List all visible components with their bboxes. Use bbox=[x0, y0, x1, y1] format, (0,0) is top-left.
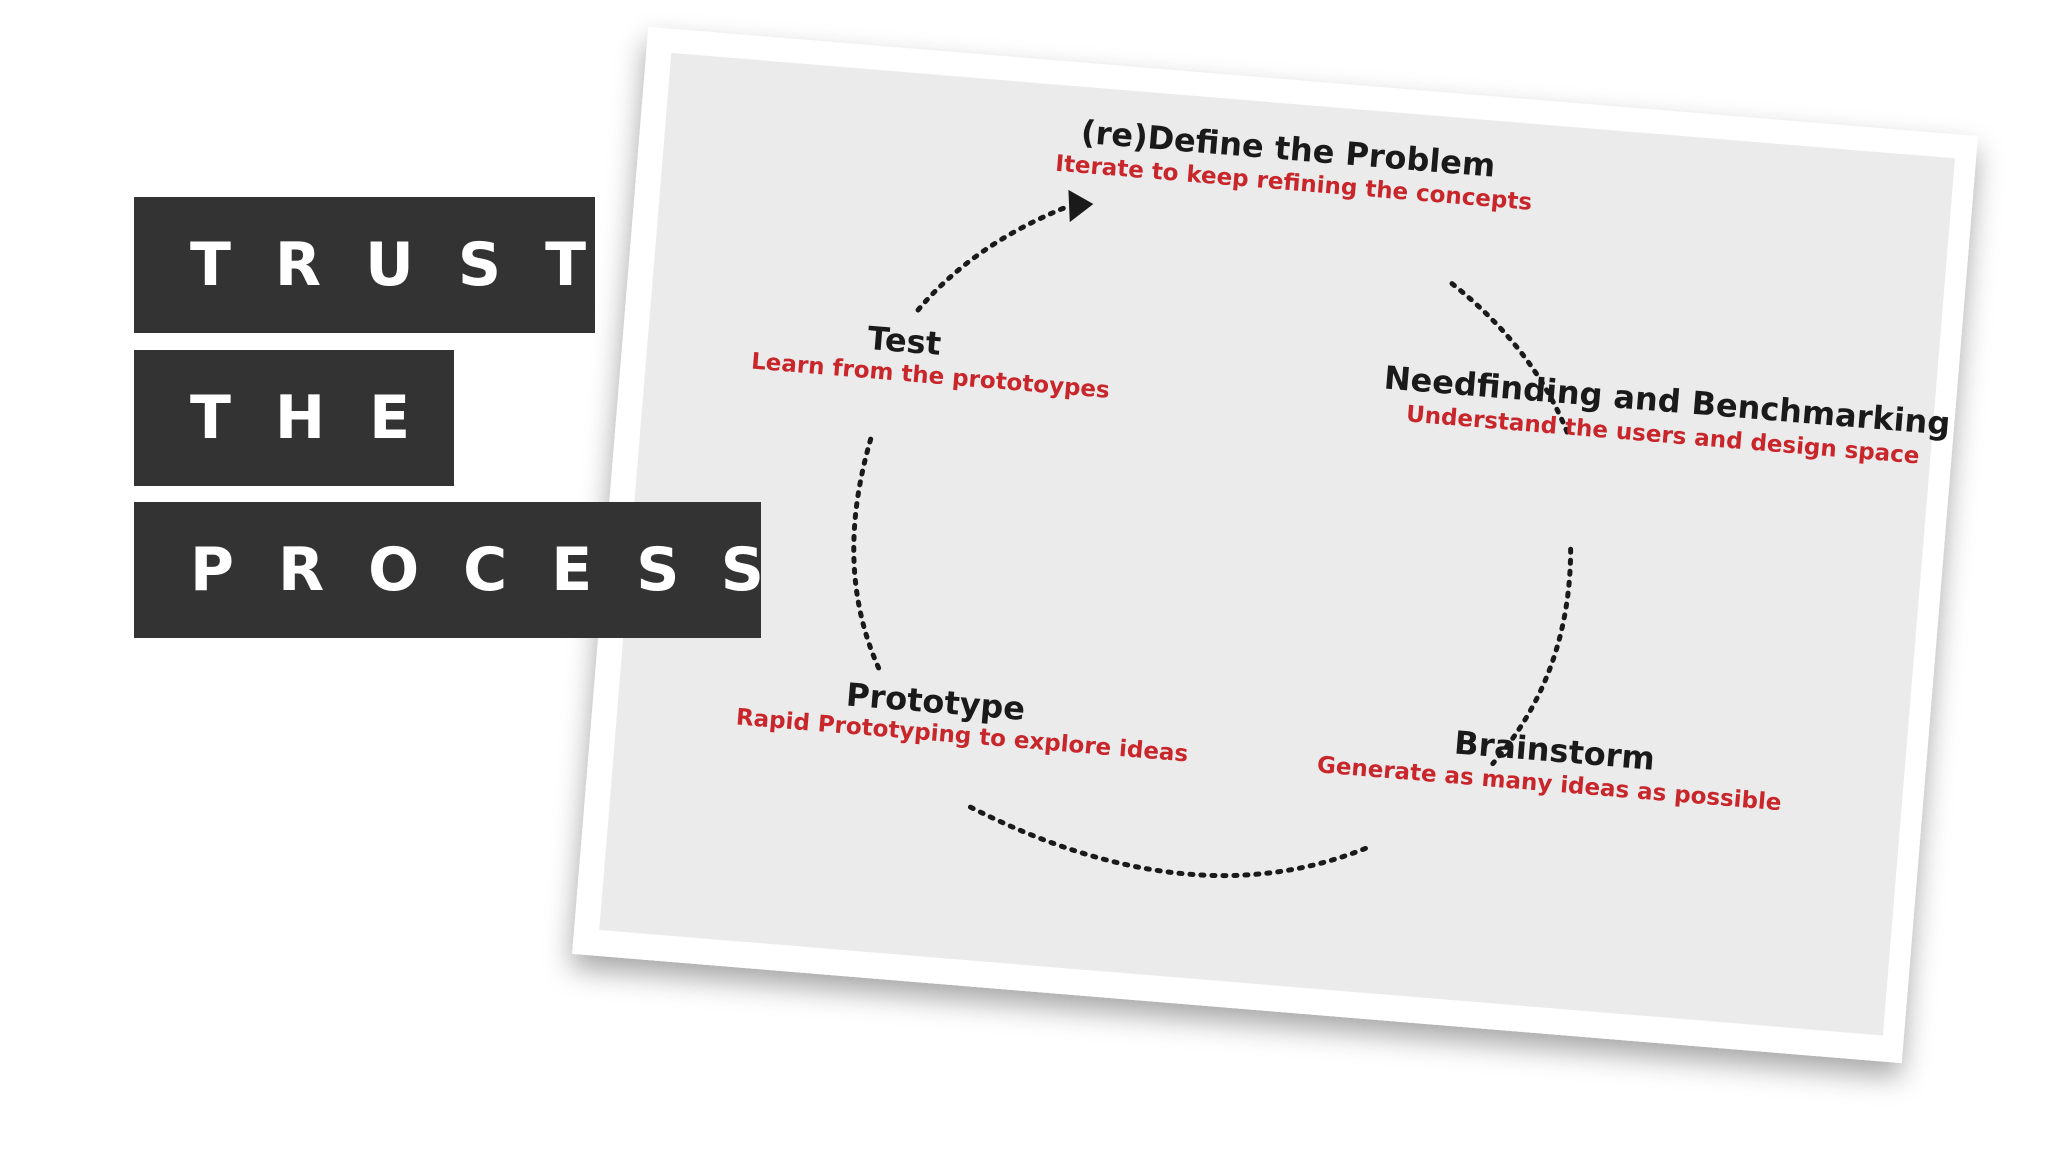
title-line-the: THE bbox=[134, 350, 454, 486]
arc-needfinding-to-brainstorm bbox=[1490, 546, 1574, 767]
arc-define-to-needfinding bbox=[1449, 281, 1573, 442]
arrowhead-icon bbox=[1068, 189, 1094, 223]
stage-title-test: Test bbox=[866, 319, 942, 363]
photo-background bbox=[599, 52, 1955, 1036]
arc-test-to-define bbox=[915, 204, 1070, 313]
title-line-process: PROCESS bbox=[134, 502, 764, 638]
arc-brainstorm-to-prototype bbox=[965, 803, 1368, 879]
title-line-trust: TRUST bbox=[134, 197, 595, 333]
arc-prototype-to-test bbox=[851, 429, 882, 671]
